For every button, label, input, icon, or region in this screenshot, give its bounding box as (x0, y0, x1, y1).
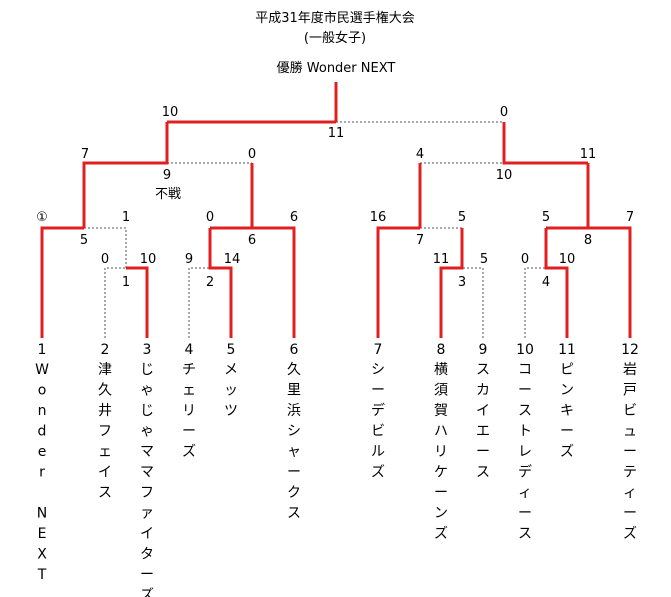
team-name: スカイエース (476, 362, 490, 481)
team-number: 2 (101, 342, 110, 358)
match-9-number: 9 (163, 168, 171, 183)
match-2-left-score: 9 (185, 252, 193, 267)
match-10-left-score: 4 (416, 147, 424, 162)
match-6-left-score: 0 (206, 210, 214, 225)
fusen-label: 不戦 (155, 187, 181, 202)
match-11-left-score: 10 (162, 105, 179, 120)
match-5-left-score: ① (36, 210, 48, 225)
match-scores: 11 10 0 9 不戦 7 0 10 4 11 5 ① 1 6 0 6 7 1… (36, 105, 634, 290)
team-number: 6 (290, 342, 299, 358)
match-11-right-score: 0 (500, 105, 508, 120)
match-4-number: 4 (542, 275, 550, 290)
match-8-right-score: 7 (626, 210, 634, 225)
match-11-number: 11 (328, 126, 345, 141)
match-9-left-score: 7 (81, 147, 89, 162)
match-1-right-score: 10 (140, 252, 157, 267)
team-name: 横須賀ハリケーンズ (434, 362, 448, 542)
team-number: 8 (437, 342, 446, 358)
match-6-number: 6 (248, 233, 256, 248)
team-number: 4 (185, 342, 194, 358)
match-6-right-score: 6 (290, 210, 298, 225)
team-number: 9 (479, 342, 488, 358)
match-5-right-score: 1 (122, 210, 130, 225)
team-name: メッツ (224, 362, 238, 419)
team-name: コーストレディース (518, 362, 532, 542)
match-10-number: 10 (496, 168, 513, 183)
match-4-left-score: 0 (521, 252, 529, 267)
team-number: 11 (558, 342, 576, 358)
team-name: 津久井フェイス (98, 362, 112, 501)
match-1-number: 1 (122, 275, 130, 290)
team-number: 7 (374, 342, 383, 358)
team-number: 12 (621, 342, 639, 358)
page-subtitle: (一般女子) (304, 30, 366, 46)
team-number: 3 (143, 342, 152, 358)
team-name: チェリーズ (182, 362, 196, 460)
match-7-right-score: 5 (458, 210, 466, 225)
page-title: 平成31年度市民選手権大会 (255, 10, 415, 26)
match-3-right-score: 5 (480, 252, 488, 267)
team-number: 5 (227, 342, 236, 358)
match-3-number: 3 (458, 275, 466, 290)
team-number: 10 (516, 342, 534, 358)
match-2-number: 2 (206, 275, 214, 290)
match-4-right-score: 10 (559, 252, 576, 267)
match-10-right-score: 11 (580, 147, 597, 162)
match-8-left-score: 5 (542, 210, 550, 225)
match-3-left-score: 11 (433, 252, 450, 267)
bracket-gray-lines (84, 121, 588, 338)
team-number: 1 (38, 342, 47, 358)
match-9-right-score: 0 (248, 147, 256, 162)
match-5-number: 5 (80, 233, 88, 248)
team-name: 岩戸ビューティーズ (623, 362, 637, 542)
team-name: じゃじゃママファイターズ (140, 362, 154, 597)
team-name: 久里浜シャークス (287, 362, 301, 522)
team-name: ピンキーズ (560, 362, 574, 460)
champion-label: 優勝 Wonder NEXT (277, 61, 396, 76)
team-name: シーデビルズ (371, 362, 385, 481)
match-8-number: 8 (584, 233, 592, 248)
match-7-number: 7 (416, 233, 424, 248)
bracket-red-lines (40, 82, 632, 338)
match-1-left-score: 0 (101, 252, 109, 267)
match-2-right-score: 14 (224, 252, 241, 267)
match-7-left-score: 16 (370, 210, 387, 225)
